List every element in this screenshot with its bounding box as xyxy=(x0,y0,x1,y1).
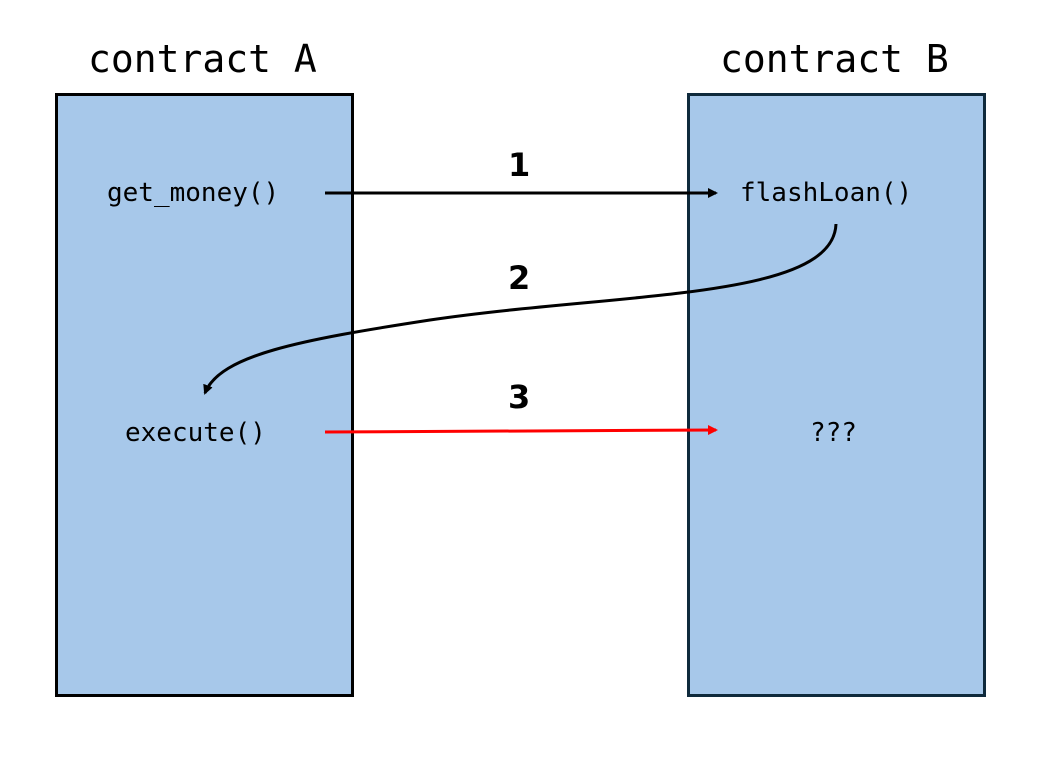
function-execute: execute() xyxy=(125,418,266,448)
step-label-2: 2 xyxy=(508,259,531,297)
contract-b-box xyxy=(687,93,986,697)
contract-b-title: contract B xyxy=(720,37,949,81)
call-arrow-3 xyxy=(324,425,718,436)
contract-a-box xyxy=(55,93,354,697)
function-flashloan: flashLoan() xyxy=(740,178,913,208)
function-unknown: ??? xyxy=(810,418,857,448)
call-arrow-2 xyxy=(203,223,838,395)
contract-a-title: contract A xyxy=(88,37,317,81)
step-label-1: 1 xyxy=(508,146,531,184)
function-get-money: get_money() xyxy=(107,178,280,208)
step-label-3: 3 xyxy=(508,378,531,416)
